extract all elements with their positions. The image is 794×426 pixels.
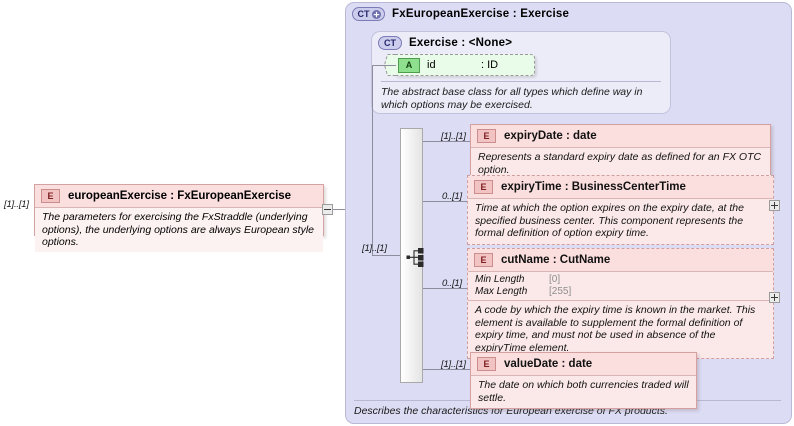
connector-attr-stub bbox=[372, 65, 396, 66]
element-expirytime-label: expiryTime : BusinessCenterTime bbox=[501, 181, 686, 193]
facet-row: Min Length [0] bbox=[475, 274, 766, 286]
element-icon: E bbox=[474, 253, 493, 267]
complextype-icon-label: CT bbox=[357, 8, 370, 19]
cardinality-cutname: 0..[1] bbox=[442, 278, 462, 289]
element-icon: E bbox=[477, 129, 496, 143]
element-icon: E bbox=[477, 357, 496, 371]
element-valuedate-node[interactable]: E valueDate : date The date on which bot… bbox=[470, 352, 697, 409]
element-europeanexercise-header: E europeanExercise : FxEuropeanExercise bbox=[35, 185, 323, 207]
attribute-icon: A bbox=[398, 57, 420, 73]
cardinality-expirytime: 0..[1] bbox=[442, 191, 462, 202]
basetype-label: Exercise : <None> bbox=[409, 37, 513, 49]
complextype-icon[interactable]: CT bbox=[352, 7, 385, 21]
element-expirydate-documentation: Represents a standard expiry date as def… bbox=[471, 147, 770, 180]
sequence-icon bbox=[406, 248, 424, 267]
attribute-id-node[interactable]: A id : ID bbox=[384, 54, 535, 76]
element-expirydate-node[interactable]: E expiryDate : date Represents a standar… bbox=[470, 124, 771, 181]
element-cutname-documentation: A code by which the expiry time is known… bbox=[468, 300, 773, 358]
element-europeanexercise-node[interactable]: E europeanExercise : FxEuropeanExercise … bbox=[34, 184, 324, 252]
facet-name: Min Length bbox=[475, 274, 525, 285]
element-cutname-facets: Min Length [0] Max Length [255] bbox=[468, 271, 773, 300]
complextype-title: CT FxEuropeanExercise : Exercise bbox=[346, 3, 791, 24]
collapse-toggle-europeanexercise[interactable] bbox=[322, 204, 333, 215]
element-expirytime-header: E expiryTime : BusinessCenterTime bbox=[468, 176, 773, 198]
cardinality-valuedate: [1]..[1] bbox=[441, 359, 466, 370]
element-valuedate-header: E valueDate : date bbox=[471, 353, 696, 375]
element-expirytime-node[interactable]: E expiryTime : BusinessCenterTime Time a… bbox=[467, 175, 774, 245]
basetype-icon[interactable]: CT bbox=[378, 36, 402, 50]
element-expirydate-header: E expiryDate : date bbox=[471, 125, 770, 147]
element-expirytime-documentation: Time at which the option expires on the … bbox=[468, 198, 773, 244]
basetype-documentation: The abstract base class for all types wh… bbox=[381, 81, 661, 111]
facet-value: [0] bbox=[549, 274, 561, 285]
element-valuedate-documentation: The date on which both currencies traded… bbox=[471, 375, 696, 408]
expand-toggle-cutname[interactable] bbox=[769, 292, 780, 303]
attribute-type: : ID bbox=[481, 59, 499, 71]
connector-cutname bbox=[423, 288, 467, 289]
element-valuedate-label: valueDate : date bbox=[504, 358, 593, 370]
facet-value: [255] bbox=[549, 286, 572, 297]
element-icon: E bbox=[41, 189, 60, 203]
connector-valuedate bbox=[423, 369, 470, 370]
complextype-label: FxEuropeanExercise : Exercise bbox=[392, 8, 570, 20]
connector-vertical-basetype bbox=[372, 65, 373, 255]
cardinality-europeanexercise: [1]..[1] bbox=[4, 199, 29, 210]
cardinality-expirydate: [1]..[1] bbox=[441, 131, 466, 142]
connector-expirytime bbox=[423, 201, 467, 202]
element-icon: E bbox=[474, 180, 493, 194]
element-cutname-header: E cutName : CutName bbox=[468, 249, 773, 271]
element-expirydate-label: expiryDate : date bbox=[504, 130, 597, 142]
connector-to-sequence bbox=[372, 255, 401, 256]
cardinality-sequence: [1]..[1] bbox=[362, 243, 387, 254]
element-europeanexercise-label: europeanExercise : FxEuropeanExercise bbox=[68, 190, 292, 202]
facet-name: Max Length bbox=[475, 286, 528, 297]
element-cutname-label: cutName : CutName bbox=[501, 254, 611, 266]
basetype-title: CT Exercise : <None> bbox=[372, 32, 670, 53]
expand-plus-icon[interactable] bbox=[371, 9, 381, 19]
connector-root-to-container bbox=[333, 209, 345, 210]
expand-toggle-expirytime[interactable] bbox=[769, 200, 780, 211]
facet-row: Max Length [255] bbox=[475, 286, 766, 298]
connector-expirydate bbox=[423, 141, 470, 142]
element-cutname-node[interactable]: E cutName : CutName Min Length [0] Max L… bbox=[467, 248, 774, 359]
element-europeanexercise-documentation: The parameters for exercising the FxStra… bbox=[35, 207, 323, 252]
attribute-name: id bbox=[427, 59, 436, 71]
